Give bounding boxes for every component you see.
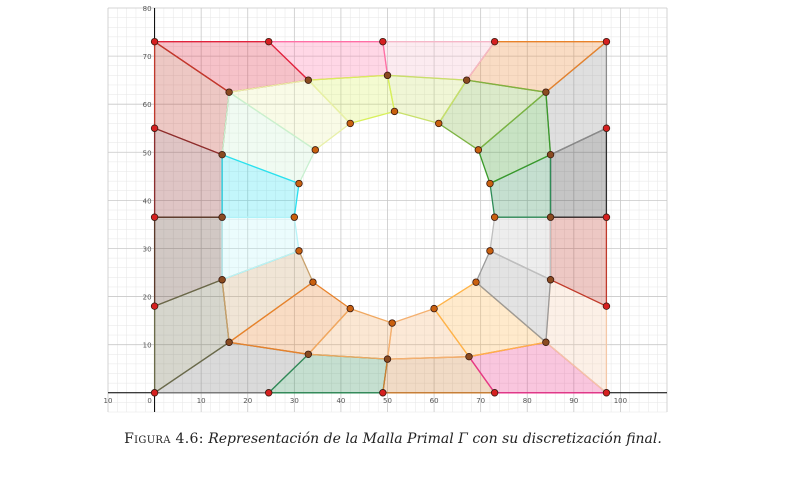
mesh-node (346, 119, 354, 128)
mesh-node (486, 247, 494, 255)
mesh-node (546, 150, 555, 159)
mesh-node (150, 213, 159, 221)
mesh-node (346, 304, 354, 313)
mesh-node (218, 213, 226, 221)
y-tick-label: 40 (143, 197, 152, 205)
mesh-node (311, 146, 319, 154)
mesh-node (290, 213, 299, 221)
mesh-node (225, 338, 233, 346)
y-tick-label: 30 (143, 245, 152, 253)
mesh-node (390, 107, 399, 116)
x-tick-label: 30 (290, 397, 299, 405)
mesh-node (304, 76, 313, 84)
mesh-node (379, 389, 387, 397)
x-tick-label: 10 (104, 397, 113, 405)
mesh-node (379, 37, 387, 46)
mesh-node (462, 76, 471, 84)
mesh-nodes (150, 37, 611, 397)
y-tick-label: 80 (143, 5, 152, 13)
mesh-node (490, 213, 499, 221)
mesh-node (490, 389, 499, 397)
mesh-node (304, 350, 313, 358)
mesh-node (602, 37, 611, 46)
mesh-node (602, 213, 611, 221)
mesh-node (218, 276, 226, 284)
mesh-node (265, 37, 273, 46)
mesh-node (150, 37, 159, 46)
mesh-node (490, 37, 499, 46)
x-tick-label: 10 (197, 397, 206, 405)
x-tick-label: 80 (523, 397, 532, 405)
x-tick-label: 100 (614, 397, 627, 405)
mesh-node (435, 119, 443, 128)
x-tick-label: 20 (243, 397, 252, 405)
mesh-node (465, 352, 473, 361)
y-tick-label: 60 (143, 101, 152, 109)
mesh-node (474, 146, 483, 154)
mesh-node (472, 278, 480, 286)
mesh-node (546, 213, 555, 221)
mesh-node (309, 278, 317, 286)
y-tick-label: 10 (143, 342, 152, 350)
figure-caption: Figura 4.6: Representación de la Malla P… (0, 430, 786, 449)
mesh-node (383, 71, 392, 80)
x-tick-label: 40 (336, 397, 345, 405)
mesh-node (602, 389, 611, 397)
y-tick-label: 20 (143, 294, 152, 302)
mesh-node (218, 150, 226, 159)
mesh-node (295, 179, 303, 188)
mesh-node (150, 389, 159, 397)
mesh-node (546, 276, 555, 284)
mesh-node (150, 124, 159, 132)
mesh-node (602, 302, 611, 310)
mesh-node (542, 88, 550, 96)
mesh-node (265, 389, 273, 397)
y-tick-label: 70 (143, 53, 152, 61)
mesh-node (383, 355, 392, 363)
mesh-node (542, 338, 550, 346)
mesh-node (295, 247, 303, 255)
mesh-node (225, 88, 233, 96)
mesh-node (602, 124, 611, 132)
x-tick-label: 70 (476, 397, 485, 405)
mesh-node (430, 304, 438, 313)
x-tick-label: 60 (430, 397, 439, 405)
caption-label: Figura 4.6: (124, 431, 204, 447)
mesh-node (388, 319, 396, 327)
mesh-node (486, 179, 494, 188)
x-tick-label: 0 (147, 397, 151, 405)
caption-text: Representación de la Malla Primal Γ con … (208, 431, 662, 447)
mesh-node (150, 302, 159, 310)
y-tick-label: 50 (143, 149, 152, 157)
x-tick-label: 90 (569, 397, 578, 405)
x-tick-label: 50 (383, 397, 392, 405)
